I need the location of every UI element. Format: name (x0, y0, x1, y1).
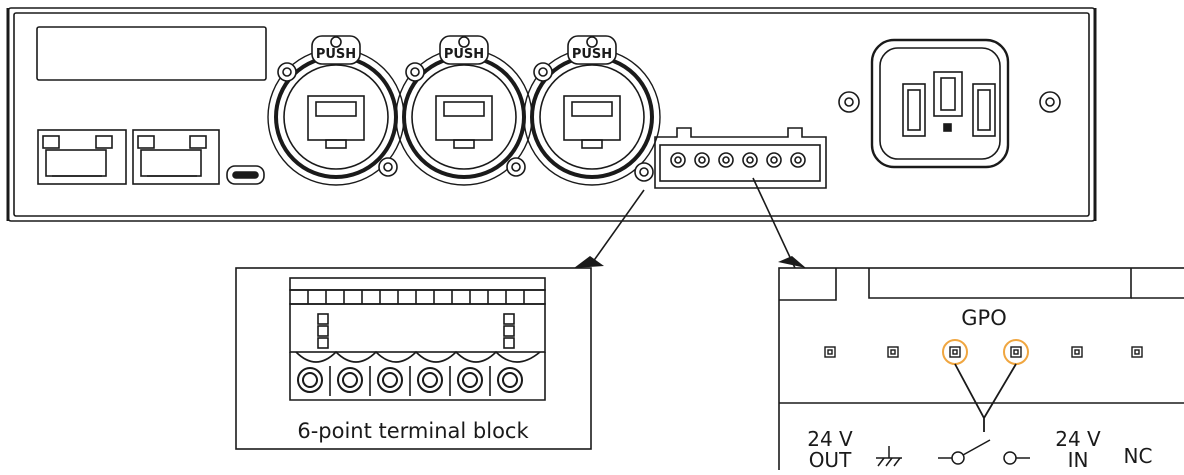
callout-leader-left (574, 189, 645, 268)
sfp-port-1 (37, 129, 127, 185)
switch-icon (938, 439, 1030, 465)
gpo-connection-lines (954, 363, 1017, 432)
ac-power-inlet (838, 38, 1061, 169)
gpo-pinout-callout: GPO 24 V OUT 24 V (778, 267, 1184, 475)
pin-label-24v-in-1: 24 V (1055, 427, 1101, 451)
terminal-block-label: 6-point terminal block (297, 419, 529, 443)
terminal-block-callout: 6-point terminal block (235, 267, 592, 450)
ethercon-port-3 (523, 35, 661, 186)
ground-icon (876, 446, 902, 467)
pin-label-24v-out-1: 24 V (807, 427, 853, 451)
terminal-block-small (654, 127, 827, 189)
sfp-port-2 (132, 129, 220, 185)
device-rear-panel (6, 7, 1097, 222)
push-label-3: PUSH (572, 47, 612, 62)
push-label-2: PUSH (444, 47, 484, 62)
pin-label-24v-in-2: IN (1068, 448, 1089, 470)
usb-c-port (226, 165, 265, 185)
pin-label-24v-out-2: OUT (809, 448, 852, 470)
gpo-pin-row (824, 346, 1143, 358)
label-area (36, 26, 267, 81)
callout-leader-right (752, 177, 806, 269)
gpo-title: GPO (961, 306, 1006, 330)
push-label-1: PUSH (316, 47, 356, 62)
pin-label-nc: NC (1124, 444, 1153, 468)
